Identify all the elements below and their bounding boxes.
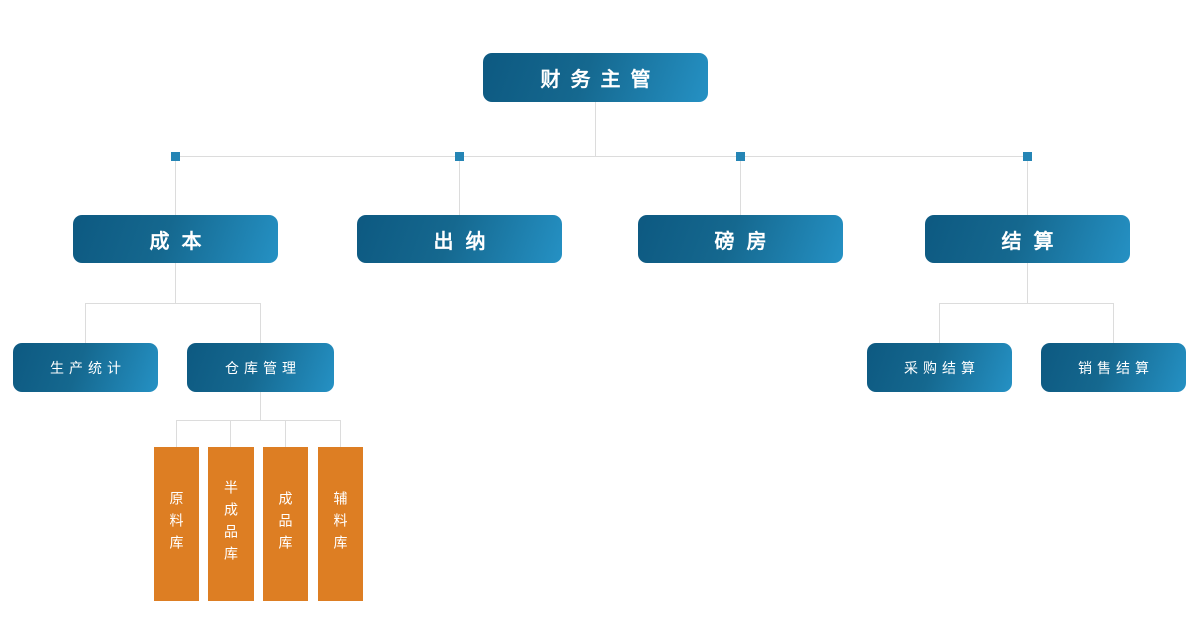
connector-drop-purchase-settlement <box>939 303 940 343</box>
node-semi-finished-warehouse: 半成品库 <box>208 447 254 601</box>
junction-square-cashier <box>455 152 464 161</box>
node-sales-settlement-label: 销售结算 <box>1078 359 1154 376</box>
node-production-statistics-label: 生产统计 <box>50 359 126 376</box>
connector-drop-settlement <box>1027 156 1028 215</box>
node-purchase-settlement: 采购结算 <box>867 343 1012 392</box>
node-cashier-label: 出纳 <box>433 230 498 253</box>
node-production-statistics: 生产统计 <box>13 343 158 392</box>
node-finished-product-warehouse-label: 成品库 <box>277 491 294 557</box>
connector-drop-cashier <box>459 156 460 215</box>
connector-warehouse-vertical <box>260 392 261 420</box>
junction-square-weighbridge <box>736 152 745 161</box>
connector-settlement-horizontal <box>939 303 1114 304</box>
node-weighbridge-label: 磅房 <box>714 230 779 253</box>
connector-settlement-vertical <box>1027 263 1028 303</box>
node-raw-material-warehouse-label: 原料库 <box>168 491 185 557</box>
connector-drop-sales-settlement <box>1113 303 1114 343</box>
connector-warehouse-horizontal <box>176 420 341 421</box>
junction-square-cost <box>171 152 180 161</box>
node-purchase-settlement-label: 采购结算 <box>904 359 980 376</box>
connector-root-vertical <box>595 102 596 156</box>
node-cost: 成本 <box>73 215 278 263</box>
node-cashier: 出纳 <box>357 215 562 263</box>
node-warehouse-management-label: 仓库管理 <box>225 359 301 376</box>
node-auxiliary-material-warehouse: 辅料库 <box>318 447 363 601</box>
connector-drop-finished-product <box>285 420 286 447</box>
node-auxiliary-material-warehouse-label: 辅料库 <box>332 491 349 557</box>
node-raw-material-warehouse: 原料库 <box>154 447 199 601</box>
node-weighbridge: 磅房 <box>638 215 843 263</box>
node-warehouse-management: 仓库管理 <box>187 343 334 392</box>
connector-cost-vertical <box>175 263 176 303</box>
connector-drop-auxiliary-material <box>340 420 341 447</box>
node-finance-supervisor-label: 财务主管 <box>540 69 661 91</box>
connector-drop-semi-finished <box>230 420 231 447</box>
node-settlement-label: 结算 <box>1001 230 1066 253</box>
connector-drop-production-statistics <box>85 303 86 343</box>
node-finance-supervisor: 财务主管 <box>483 53 708 102</box>
connector-drop-warehouse-management <box>260 303 261 343</box>
node-semi-finished-warehouse-label: 半成品库 <box>223 480 239 568</box>
connector-level2-horizontal <box>175 156 1028 157</box>
connector-drop-raw-material <box>176 420 177 447</box>
node-settlement: 结算 <box>925 215 1130 263</box>
connector-drop-cost <box>175 156 176 215</box>
junction-square-settlement <box>1023 152 1032 161</box>
connector-drop-weighbridge <box>740 156 741 215</box>
node-sales-settlement: 销售结算 <box>1041 343 1186 392</box>
connector-cost-horizontal <box>85 303 261 304</box>
node-cost-label: 成本 <box>149 230 214 253</box>
node-finished-product-warehouse: 成品库 <box>263 447 308 601</box>
